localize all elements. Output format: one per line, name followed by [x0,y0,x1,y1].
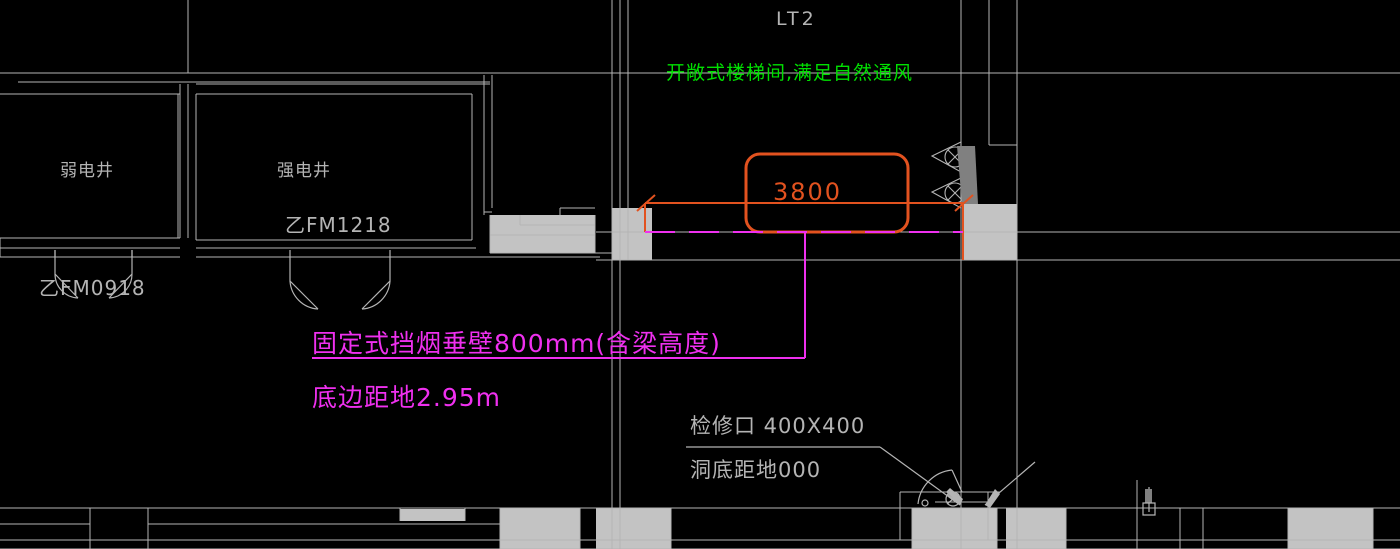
column-fills [400,204,1373,549]
smoke-barrier-line [312,231,963,359]
stair-wall-wedge [957,146,978,204]
access-panel-leaders [686,446,1036,508]
dimension-highlight-box[interactable] [744,152,910,234]
door-swing-symbols [54,250,391,310]
north-marker-icon [1142,487,1156,516]
